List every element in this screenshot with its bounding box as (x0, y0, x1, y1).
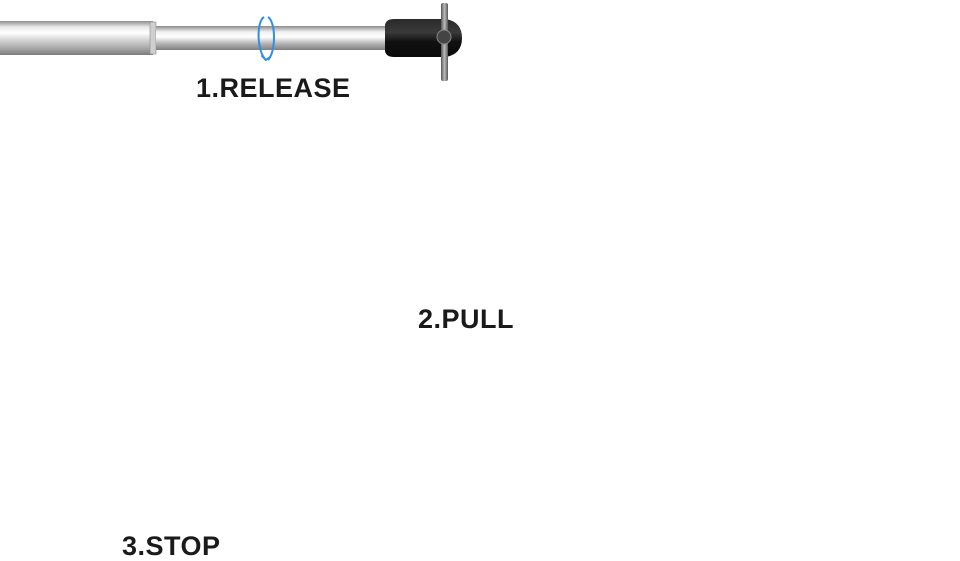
end-knob-icon (385, 3, 462, 81)
tube-collar-1 (149, 21, 157, 55)
step-label-release: 1.RELEASE (196, 73, 351, 103)
step-label-stop: 3.STOP (122, 531, 221, 561)
pole-row-1 (0, 3, 462, 81)
step-label-pull: 2.PULL (418, 304, 515, 334)
tube-inner-1 (156, 26, 388, 50)
tube-outer-1 (0, 21, 153, 55)
rotation-arrow-icon (257, 16, 275, 61)
